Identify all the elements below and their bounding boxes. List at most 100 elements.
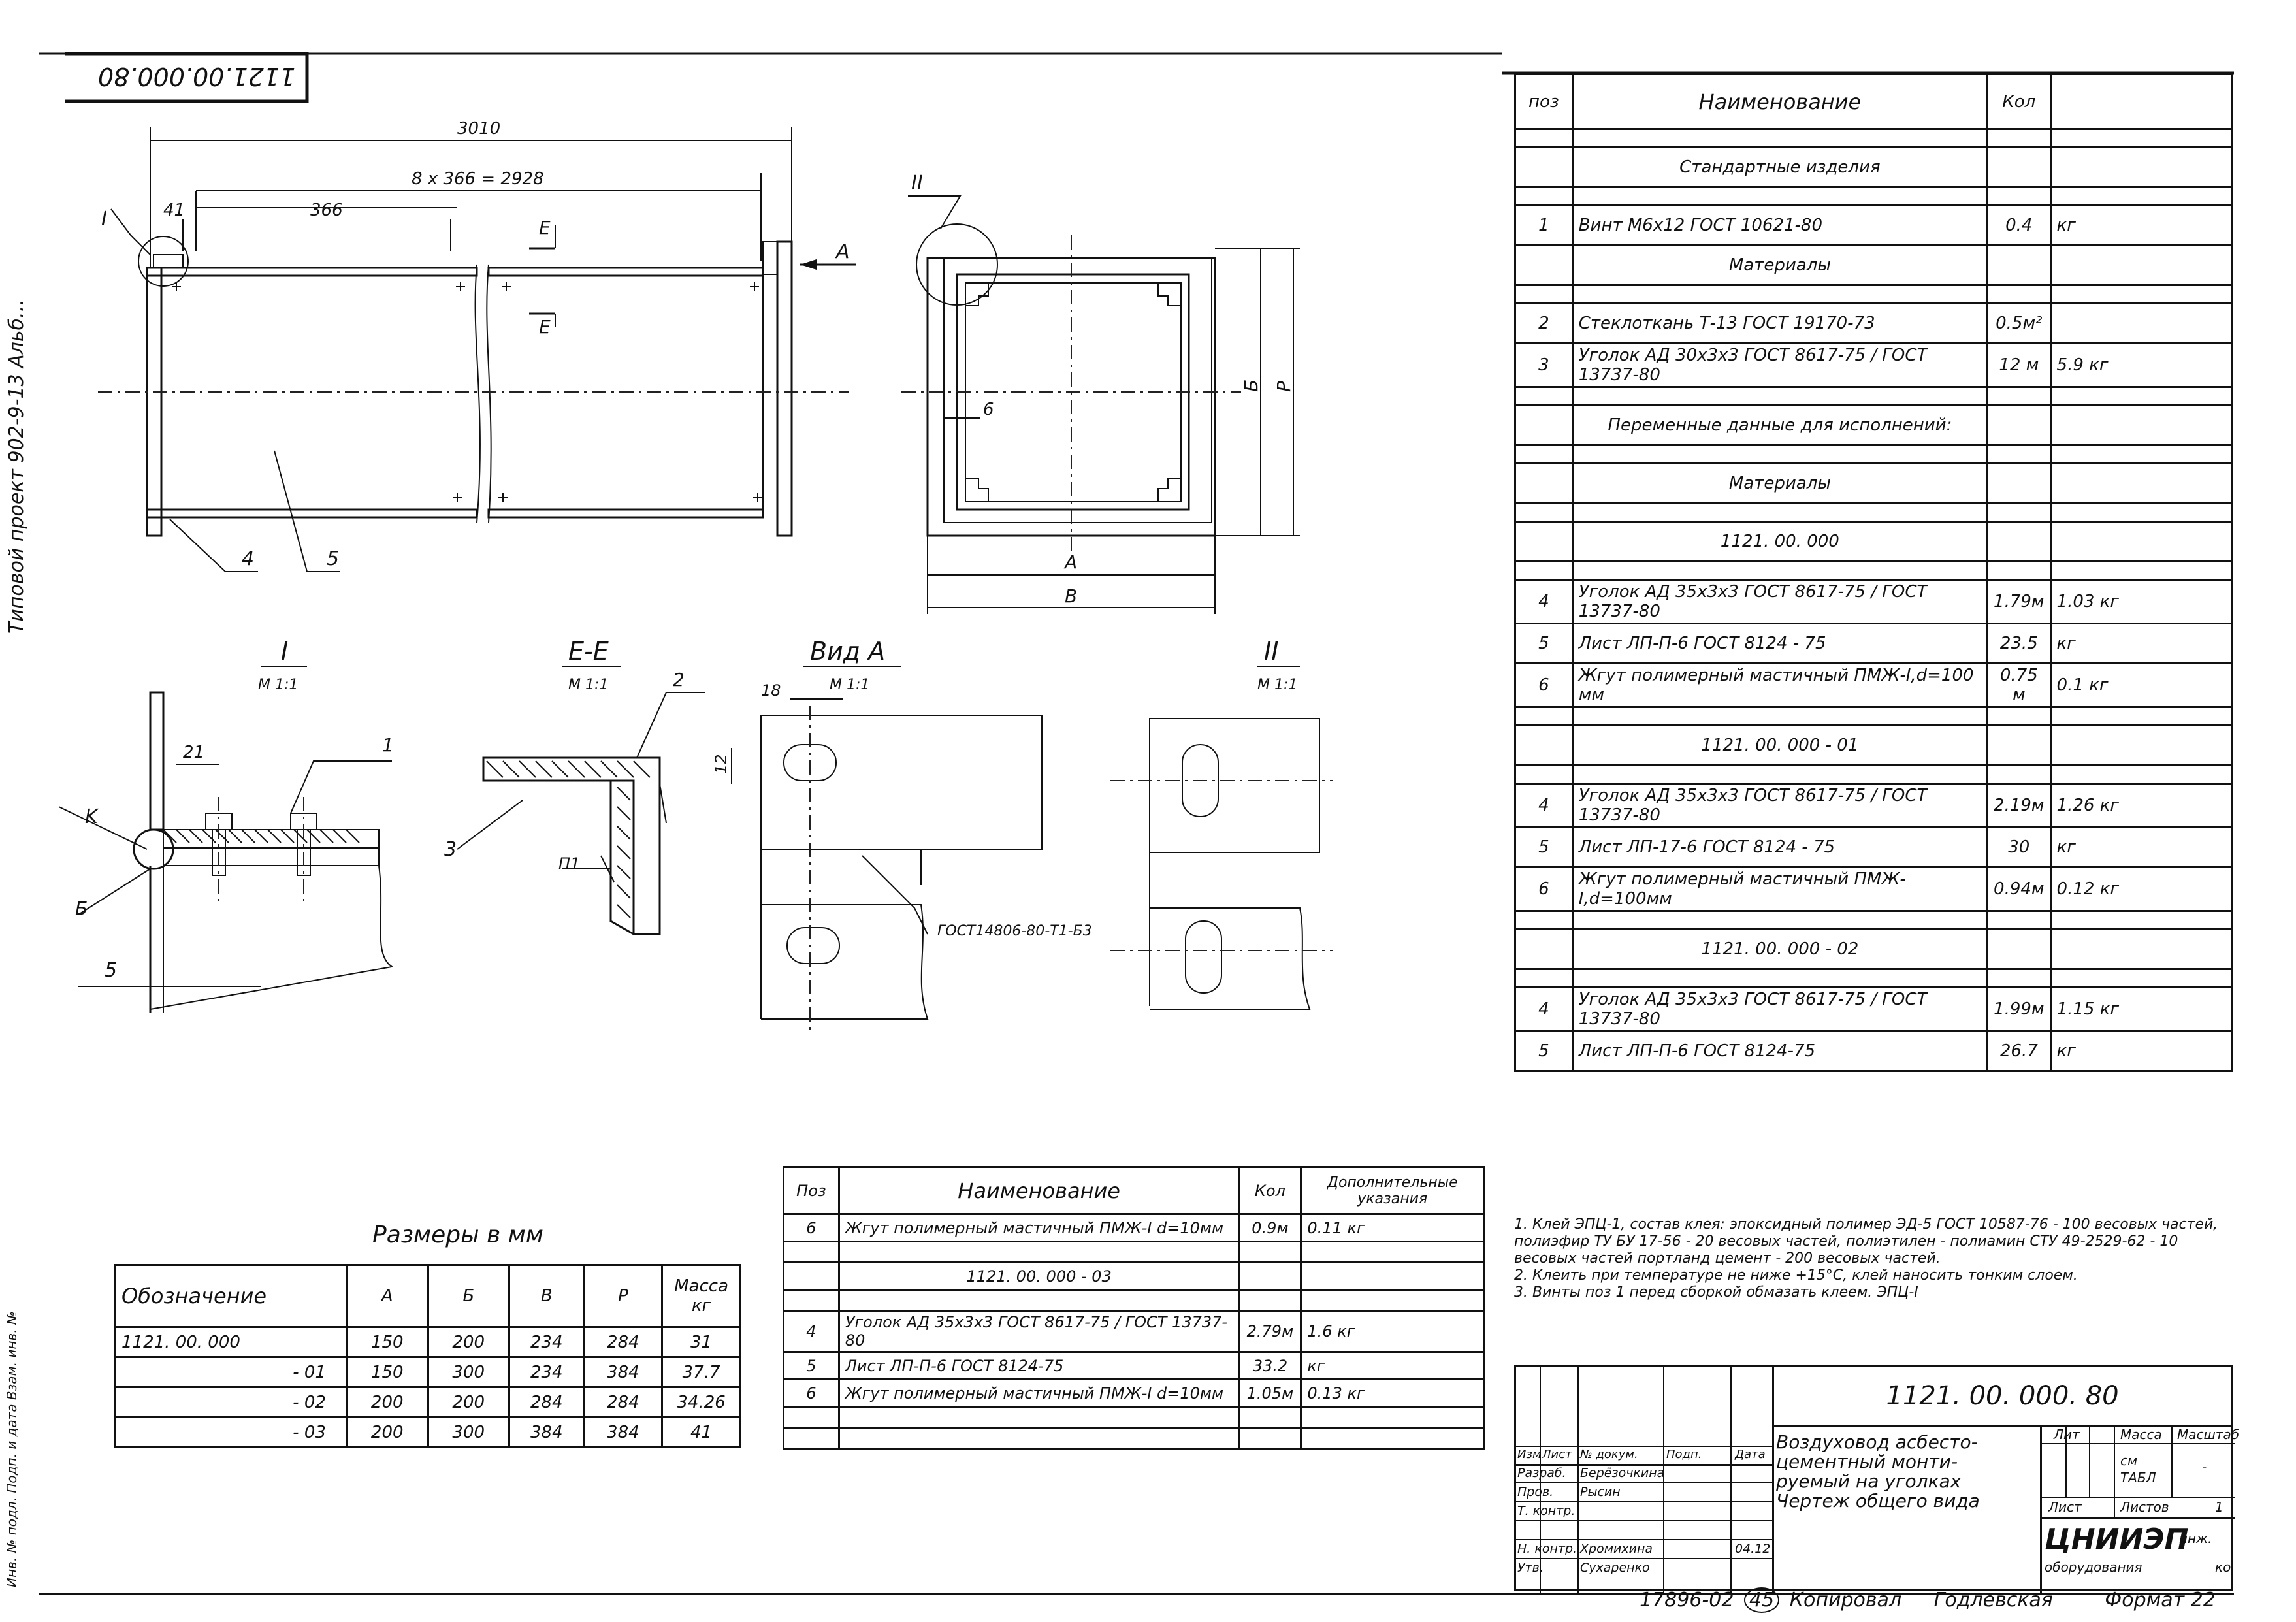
spec-main-row-cell: 1.15 кг	[2049, 986, 2233, 1032]
spec-sec-row-cell: 6	[783, 1378, 840, 1408]
role-razrab: Разраб.	[1517, 1466, 1566, 1480]
spec-main-row-cell	[1986, 521, 2052, 562]
spec-sec-row-cell	[1238, 1261, 1302, 1291]
spec-main-row-cell: 5.9 кг	[2049, 342, 2233, 388]
spec-main-row-cell	[2049, 128, 2233, 148]
spec-main-row-cell	[1514, 928, 1574, 970]
sizes-row-cell: 284	[508, 1386, 585, 1418]
spec-sec-row-cell: 6	[783, 1213, 840, 1242]
spec-sec-row-cell	[1238, 1406, 1302, 1429]
spec-sec-row-cell	[783, 1241, 840, 1263]
sizes-row-cell: 300	[427, 1356, 510, 1388]
spec-main-row-cell: 1	[1514, 204, 1574, 246]
spec-main-row-cell	[2049, 724, 2233, 766]
spec-main-row-cell: 26.7	[1986, 1030, 2052, 1072]
sizes-header-r: Р	[583, 1264, 664, 1328]
sizes-row-cell: - 03	[114, 1416, 348, 1448]
spec-sec-row-cell: кг	[1300, 1351, 1485, 1380]
spec-sec-row	[783, 1289, 1485, 1312]
spec-main-row-cell	[2049, 968, 2233, 988]
spec-main-row: Материалы	[1514, 244, 2233, 286]
spec-main-row-cell	[1986, 386, 2052, 406]
dim-18: 18	[761, 681, 781, 700]
weld-note: ГОСТ14806-80-Т1-Б3	[937, 923, 1092, 939]
spec-main-row-cell: 1121. 00. 000 - 01	[1571, 724, 1989, 766]
spec-main-header-qty: Кол	[1986, 73, 2052, 130]
role-prov: Пров.	[1517, 1485, 1554, 1499]
spec-main-row-cell	[1986, 968, 2052, 988]
spec-main-row-cell: 1121. 00. 000	[1571, 521, 1989, 562]
sizes-row-cell: 37.7	[661, 1356, 741, 1388]
spec-main-row-cell	[1986, 284, 2052, 304]
spec-main-row-cell	[1514, 244, 1574, 286]
spec-main-row-cell	[1514, 404, 1574, 446]
spec-main-row-cell	[2049, 928, 2233, 970]
spec-main-row	[1514, 968, 2233, 988]
spec-main-row-cell: 3	[1514, 342, 1574, 388]
col-izm: Изм	[1517, 1448, 1542, 1461]
spec-main-row-cell	[1514, 910, 1574, 930]
spec-sec-header-extra: Дополнительные указания	[1300, 1166, 1485, 1215]
label-section-e-bottom: E	[539, 316, 551, 338]
spec-main-row-cell	[2049, 186, 2233, 206]
spec-main-row-cell	[1986, 462, 2052, 504]
section-i-title: I	[281, 637, 288, 666]
spec-main-row-cell: Жгут полимерный мастичный ПМЖ-I,d=100мм	[1571, 866, 1989, 912]
spec-main-row-cell	[2049, 386, 2233, 406]
spec-main-row-cell: 0.94м	[1986, 866, 2052, 912]
section-ee-scale: М 1:1	[568, 677, 608, 693]
spec-main-row-cell	[1986, 444, 2052, 464]
spec-sec-row-cell	[783, 1289, 840, 1312]
spec-sec-row-cell	[837, 1427, 1240, 1450]
spec-main-row	[1514, 560, 2233, 581]
note-2: 2. Клеить при температуре не ниже +15°С,…	[1514, 1267, 2078, 1284]
spec-main-header-pos: поз	[1514, 73, 1574, 130]
dim-366: 366	[310, 201, 343, 220]
bottom-copy-line: 17896-02 45 Копировал Годлевская Формат …	[1640, 1587, 2216, 1613]
dim-3010: 3010	[457, 119, 500, 138]
label-view-a: A	[835, 240, 850, 263]
org-name: ЦНИИЭП	[2045, 1523, 2189, 1556]
spec-main-row-cell	[2049, 146, 2233, 188]
spec-main-row-cell	[2049, 444, 2233, 464]
sizes-row-cell: - 01	[114, 1356, 348, 1388]
title-signature-grid: Изм Лист № докум. Подп. Дата Разраб. Бер…	[1516, 1367, 1774, 1593]
spec-main-row-cell	[2049, 244, 2233, 286]
title-name-line3: руемый на уголках	[1776, 1470, 1962, 1492]
pos-2-section: 2	[673, 669, 685, 690]
section-i-scale: М 1:1	[258, 677, 298, 693]
sizes-row-cell: 284	[583, 1326, 664, 1358]
dim-b-cross: Б	[1240, 380, 1262, 392]
section-ii-scale: М 1:1	[1257, 677, 1297, 693]
spec-main-row: 1121. 00. 000 - 02	[1514, 928, 2233, 970]
bottom-copier-name: Годлевская	[1933, 1589, 2053, 1612]
spec-sec-row-cell	[1300, 1289, 1485, 1312]
sizes-row-cell: 300	[427, 1416, 510, 1448]
spec-main-row-cell: 4	[1514, 783, 1574, 828]
spec-main-row-cell	[2049, 560, 2233, 581]
spec-sec-row-cell	[837, 1406, 1240, 1429]
spec-sec-header-pos: Поз	[783, 1166, 840, 1215]
date-nkontr: 04.12	[1735, 1542, 1771, 1556]
left-stamp-labels: Инв. № подл. Подп. и дата Взам. инв. №	[4, 1311, 20, 1587]
title-name-line4: Чертеж общего вида	[1776, 1490, 1980, 1512]
dim-a-cross: А	[1063, 551, 1077, 573]
spec-sec-row	[783, 1427, 1485, 1450]
sizes-row-cell: 34.26	[661, 1386, 741, 1418]
note-1: 1. Клей ЭПЦ-1, состав клея: эпоксидный п…	[1514, 1216, 2218, 1267]
spec-main-header-extra	[2049, 73, 2233, 130]
sizes-row-cell: 234	[508, 1356, 585, 1388]
dim-r-cross: Р	[1273, 381, 1295, 392]
spec-main-row-cell	[1514, 386, 1574, 406]
spec-sec-row-cell: 1121. 00. 000 - 03	[837, 1261, 1240, 1291]
label-p1: П1	[558, 854, 580, 873]
spec-main-row-cell	[1514, 764, 1574, 785]
bottom-copied-by: Копировал	[1789, 1589, 1902, 1612]
section-ee-title: Е-Е	[568, 637, 609, 666]
